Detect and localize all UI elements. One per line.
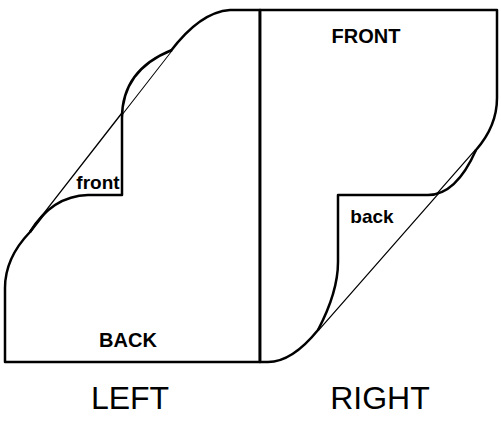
side-caption: LEFT	[91, 382, 169, 414]
face-label: back	[350, 207, 393, 226]
left-sheet-outline	[5, 10, 260, 362]
left-sheet-flap	[30, 50, 172, 232]
side-caption: RIGHT	[330, 382, 430, 414]
face-label: FRONT	[332, 26, 401, 46]
face-label: front	[76, 173, 119, 192]
right-sheet-flap	[318, 150, 476, 330]
divider-line	[259, 10, 262, 362]
face-label: BACK	[99, 330, 157, 350]
right-sheet-outline	[260, 10, 497, 362]
